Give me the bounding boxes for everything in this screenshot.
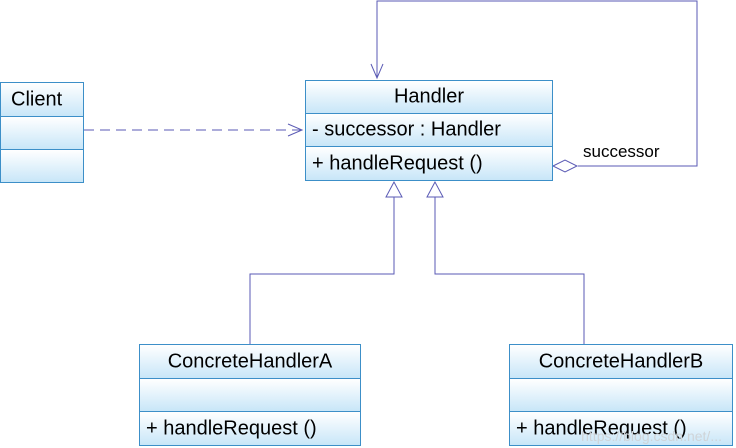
generalization-triangle-b bbox=[426, 180, 444, 198]
concrete-b-generalization-line[interactable] bbox=[434, 196, 585, 344]
concrete-b-attributes-compartment bbox=[510, 379, 732, 412]
successor-role-label: successor bbox=[583, 142, 660, 161]
generalization-triangle-a bbox=[385, 180, 403, 198]
concrete-a-attributes-compartment bbox=[140, 379, 360, 412]
client-name-compartment: Client bbox=[1, 83, 83, 117]
handler-class[interactable]: Handler - successor : Handler + handleRe… bbox=[305, 80, 553, 181]
concrete-b-operations-compartment: + handleRequest () bbox=[510, 412, 732, 445]
handler-operations-compartment: + handleRequest () bbox=[306, 147, 552, 180]
concrete-a-operations-compartment: + handleRequest () bbox=[140, 412, 360, 445]
concrete-b-operation-handle-request: + handleRequest () bbox=[516, 417, 687, 439]
concrete-a-generalization-line[interactable] bbox=[249, 196, 395, 344]
concrete-a-name-compartment: ConcreteHandlerA bbox=[140, 345, 360, 379]
handler-attribute-successor: - successor : Handler bbox=[312, 118, 501, 141]
concrete-handler-b-class[interactable]: ConcreteHandlerB + handleRequest () bbox=[509, 344, 733, 446]
client-attributes-compartment bbox=[1, 117, 83, 150]
handler-name-compartment: Handler bbox=[306, 81, 552, 114]
handler-operation-handle-request: + handleRequest () bbox=[312, 152, 483, 174]
concrete-a-operation-handle-request: + handleRequest () bbox=[146, 417, 317, 439]
client-class-name: Client bbox=[11, 88, 63, 110]
client-operations-compartment bbox=[1, 150, 83, 182]
handler-class-name: Handler bbox=[393, 85, 465, 108]
dependency-arrowhead bbox=[287, 123, 304, 137]
concrete-a-class-name: ConcreteHandlerA bbox=[167, 350, 333, 372]
concrete-handler-a-class[interactable]: ConcreteHandlerA + handleRequest () bbox=[139, 344, 361, 446]
aggregation-diamond bbox=[551, 159, 579, 173]
successor-self-association-line[interactable] bbox=[376, 0, 698, 167]
handler-attributes-compartment: - successor : Handler bbox=[306, 114, 552, 147]
concrete-b-class-name: ConcreteHandlerB bbox=[538, 350, 704, 372]
concrete-b-name-compartment: ConcreteHandlerB bbox=[510, 345, 732, 379]
watermark-text: https://blog.csdn.net/... bbox=[581, 428, 722, 444]
client-class[interactable]: Client bbox=[0, 82, 84, 183]
self-association-arrowhead bbox=[370, 63, 384, 80]
